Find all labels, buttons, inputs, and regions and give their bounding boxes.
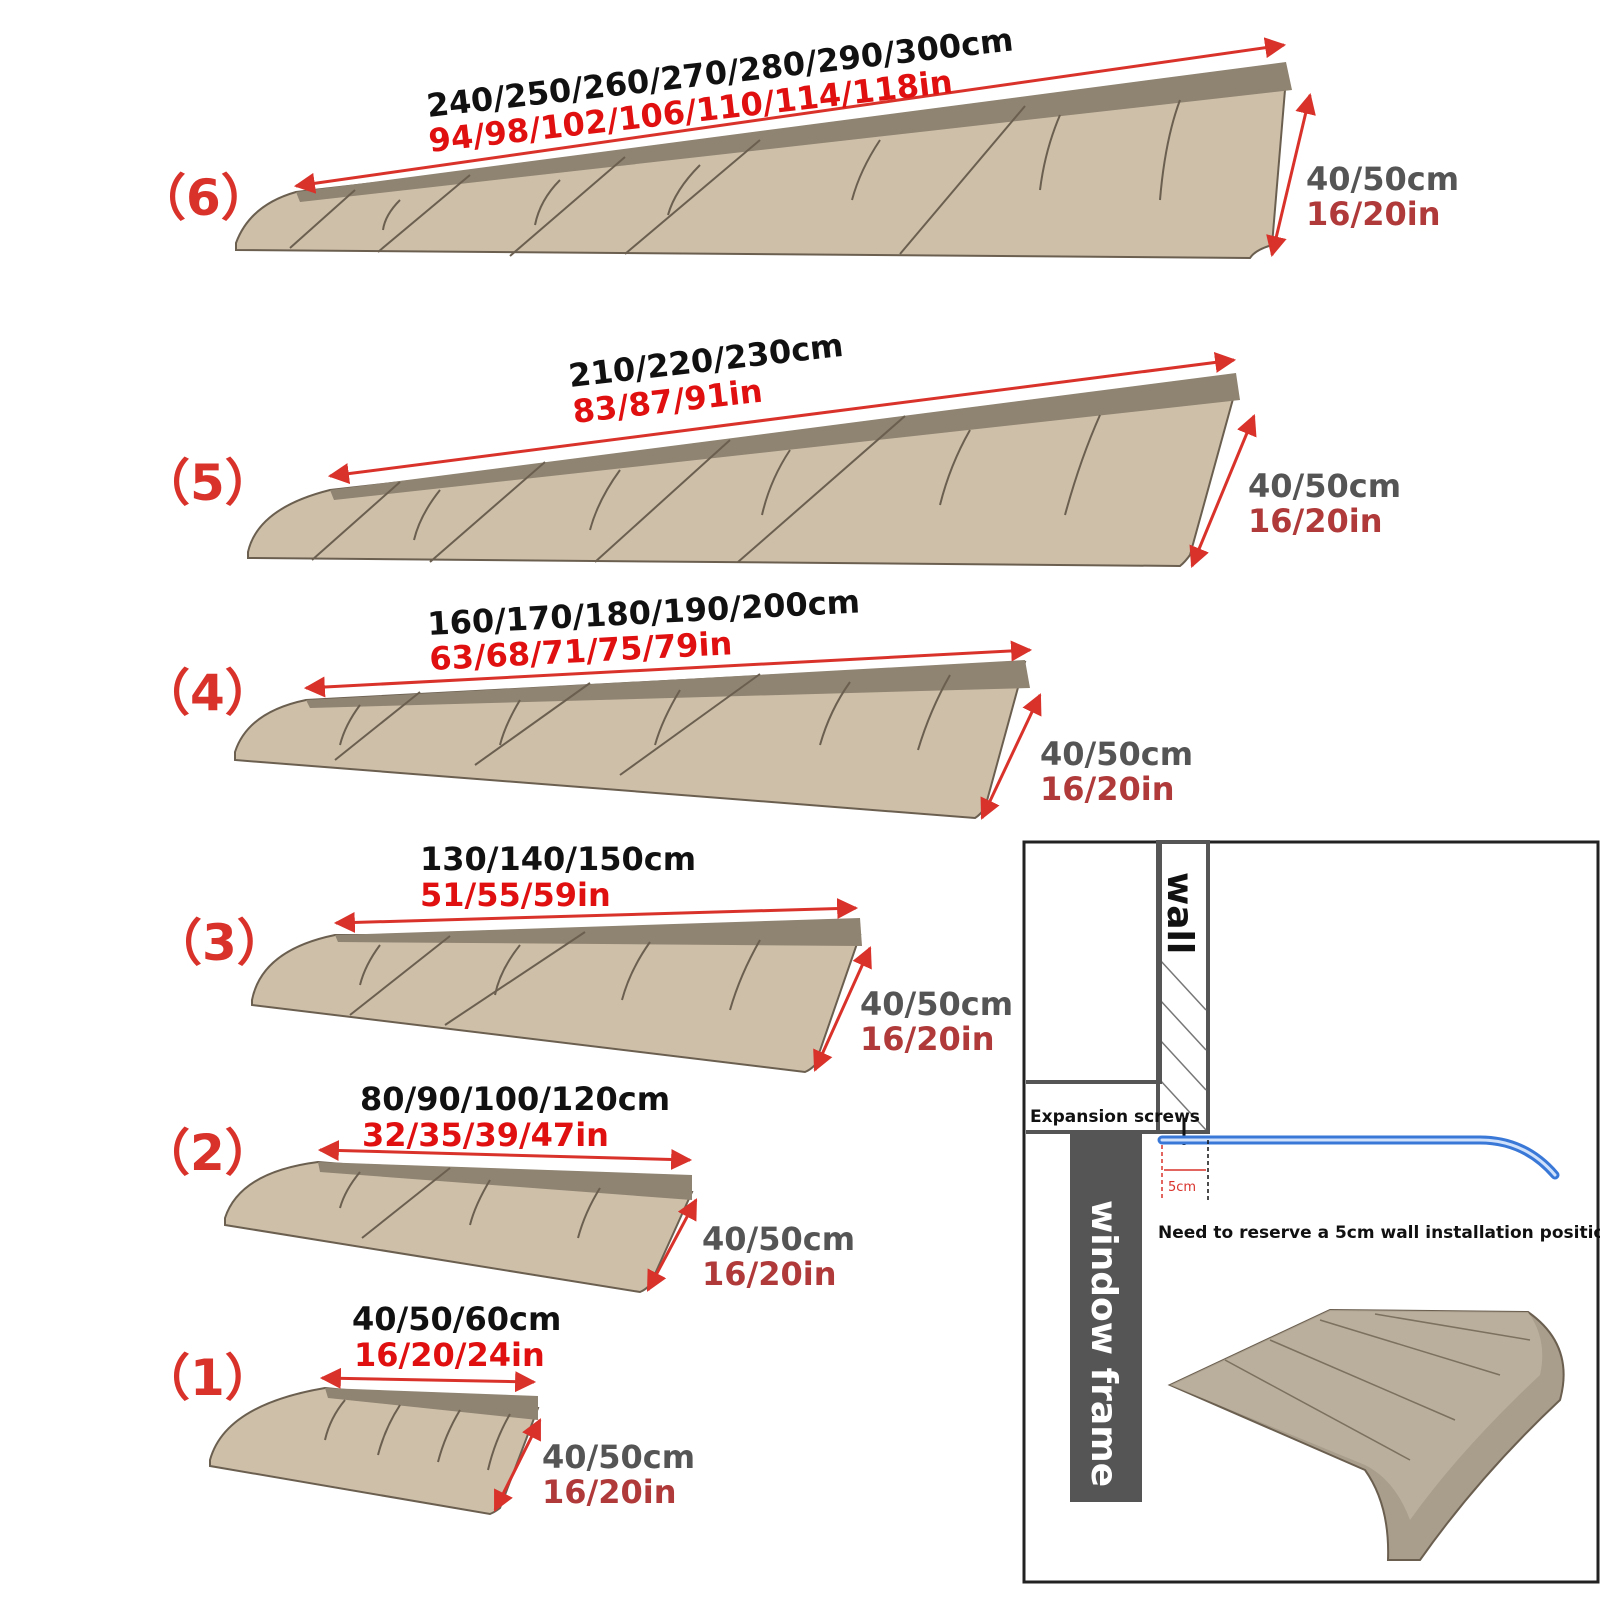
model-number-4: （4） bbox=[140, 664, 275, 722]
wall-inner-edge bbox=[1026, 842, 1162, 1084]
window-frame-bar bbox=[1070, 1132, 1142, 1502]
depth-arrow-5 bbox=[1189, 414, 1257, 568]
length-cm-3: 130/140/150cm bbox=[420, 840, 696, 878]
length-arrow-2 bbox=[317, 1140, 693, 1170]
panel-ribs-3 bbox=[359, 939, 761, 1011]
awning-model-3: （3） 130/140/150cm 51/55/59in 40/50cm 16/… bbox=[152, 840, 1013, 1074]
depth-cm-3: 40/50cm bbox=[860, 985, 1013, 1023]
length-cm-1: 40/50/60cm bbox=[352, 1300, 561, 1338]
depth-arrow-3 bbox=[813, 946, 872, 1072]
awning-profile-highlight bbox=[1160, 1138, 1557, 1177]
awning-model-5: （5） 210/220/230cm 83/87/91in 40/50cm 16/… bbox=[140, 326, 1401, 568]
depth-cm-6: 40/50cm bbox=[1306, 160, 1459, 198]
length-cm-2: 80/90/100/120cm bbox=[360, 1080, 670, 1118]
length-in-3: 51/55/59in bbox=[420, 876, 611, 914]
wall-label: wall bbox=[1159, 872, 1200, 954]
model-number-6: （6） bbox=[136, 169, 271, 227]
panel-ribs-2 bbox=[339, 1171, 601, 1239]
depth-in-1: 16/20in bbox=[542, 1473, 677, 1511]
depth-cm-2: 40/50cm bbox=[702, 1220, 855, 1258]
length-arrow-3 bbox=[333, 898, 859, 933]
length-arrow-4 bbox=[303, 640, 1033, 698]
panel-seams-3 bbox=[349, 931, 586, 1026]
model-number-1: （1） bbox=[140, 1349, 275, 1407]
depth-in-2: 16/20in bbox=[702, 1255, 837, 1293]
awning-model-1: （1） 40/50/60cm 16/20/24in 40/50cm 16/20i… bbox=[140, 1300, 695, 1516]
depth-arrow-4 bbox=[980, 693, 1042, 820]
length-in-1: 16/20/24in bbox=[354, 1336, 545, 1374]
model-number-3: （3） bbox=[152, 914, 287, 972]
depth-cm-1: 40/50cm bbox=[542, 1438, 695, 1476]
window-frame-label: window frame bbox=[1083, 1200, 1124, 1487]
depth-in-4: 16/20in bbox=[1040, 770, 1175, 808]
length-arrow-6 bbox=[293, 37, 1287, 194]
gap-label: 5cm bbox=[1168, 1180, 1196, 1195]
model-number-2: （2） bbox=[140, 1124, 275, 1182]
length-arrow-1 bbox=[319, 1367, 537, 1393]
depth-in-5: 16/20in bbox=[1248, 502, 1383, 540]
wall-hatching bbox=[1159, 959, 1207, 1131]
panel-seams-2 bbox=[361, 1167, 451, 1239]
expansion-screws-label: Expansion screws bbox=[1030, 1107, 1200, 1127]
depth-cm-5: 40/50cm bbox=[1248, 467, 1401, 505]
depth-arrow-6 bbox=[1266, 92, 1316, 258]
model-number-5: （5） bbox=[140, 454, 275, 512]
depth-in-3: 16/20in bbox=[860, 1020, 995, 1058]
length-arrow-5 bbox=[327, 351, 1237, 485]
awning-panel-3 bbox=[251, 934, 862, 1074]
depth-arrow-2 bbox=[646, 1198, 698, 1292]
awning-model-6: （6） 240/250/260/270/280/290/300cm 94/98/… bbox=[136, 20, 1459, 260]
depth-in-6: 16/20in bbox=[1306, 195, 1441, 233]
installation-inset: wall window frame Expansion screws 5cm N… bbox=[1022, 840, 1600, 1584]
length-in-2: 32/35/39/47in bbox=[362, 1116, 609, 1154]
wall-section bbox=[1156, 840, 1210, 1134]
installation-note: Need to reserve a 5cm wall installation … bbox=[1158, 1223, 1600, 1243]
awning-model-4: （4） 160/170/180/190/200cm 63/68/71/75/79… bbox=[140, 582, 1193, 820]
awning-model-2: （2） 80/90/100/120cm 32/35/39/47in 40/50c… bbox=[140, 1080, 855, 1294]
awning-bracket-1 bbox=[325, 1388, 538, 1420]
depth-cm-4: 40/50cm bbox=[1040, 735, 1193, 773]
depth-arrow-1 bbox=[493, 1418, 542, 1512]
photo-seams bbox=[1224, 1313, 1531, 1461]
photo-highlight bbox=[1170, 1310, 1543, 1520]
